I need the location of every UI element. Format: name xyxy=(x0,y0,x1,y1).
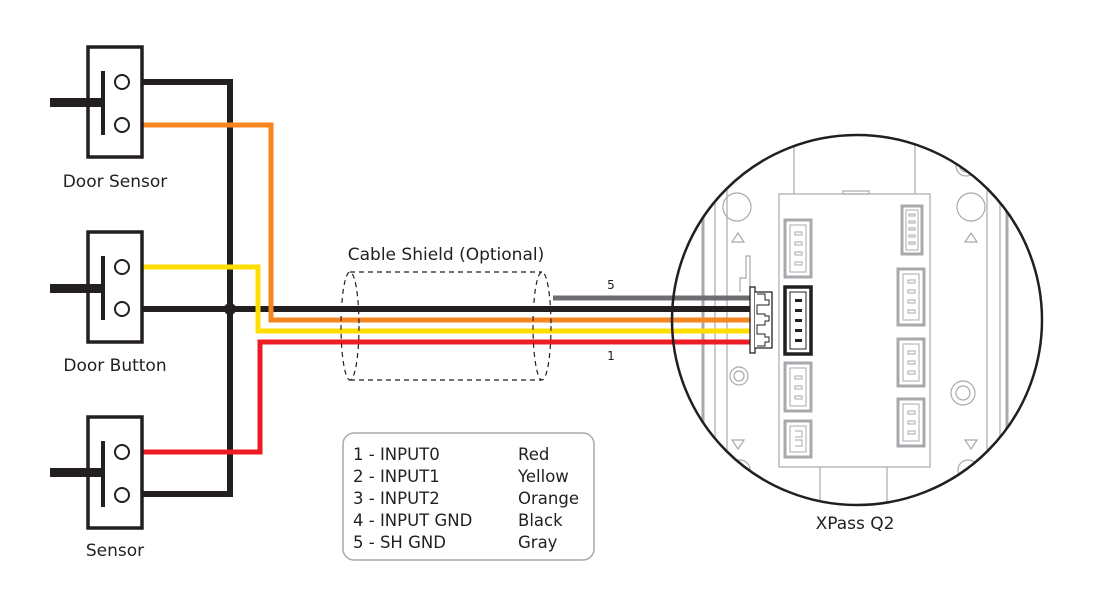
arrow-up-icon xyxy=(963,231,979,243)
mounting-hole xyxy=(722,192,752,222)
legend-pin: 5 - SH GND xyxy=(353,533,446,552)
switch-contact-bar xyxy=(101,71,105,135)
legend-row: 3 - INPUT2 Orange xyxy=(353,489,579,508)
arrow-down-icon xyxy=(730,439,746,451)
controller-outline xyxy=(670,133,1044,507)
legend-box xyxy=(342,432,595,561)
board-connector-4pin xyxy=(783,218,813,279)
wire-orange-door-sensor xyxy=(143,122,752,323)
legend-pin: 4 - INPUT GND xyxy=(353,511,472,530)
legend-row: 5 - SH GND Gray xyxy=(353,533,558,552)
terminal-bottom xyxy=(114,117,130,133)
switch-contact-bar xyxy=(101,256,105,320)
shield-right-end xyxy=(532,271,552,381)
wires xyxy=(143,79,752,497)
legend-color: Gray xyxy=(518,533,558,552)
device-sensor: Sensor xyxy=(50,415,144,561)
switch-contact-bar xyxy=(101,441,105,507)
terminal-top xyxy=(114,444,130,460)
shield-left-end xyxy=(340,271,360,381)
switch-plunger xyxy=(50,284,102,293)
legend-row: 2 - INPUT1 Yellow xyxy=(353,467,569,486)
device-label: Door Button xyxy=(63,356,166,376)
arrow-down-icon xyxy=(963,439,979,451)
junction-dot xyxy=(224,303,236,315)
arrow-up-icon xyxy=(730,231,746,243)
board-connector-2pin xyxy=(783,419,813,459)
device-label: Door Sensor xyxy=(63,172,168,192)
board-connector-4pin xyxy=(896,267,926,327)
cable-plug-connector xyxy=(749,286,773,354)
board-connector-5pin xyxy=(900,204,924,256)
legend-color: Red xyxy=(518,445,549,464)
cable-shield xyxy=(340,271,552,381)
pin-marker-1: 1 xyxy=(607,349,615,363)
terminal-top xyxy=(114,259,130,275)
legend-color: Black xyxy=(518,511,563,530)
cable-shield-label: Cable Shield (Optional) xyxy=(348,245,544,265)
switch-plunger xyxy=(50,468,102,477)
device-label: Sensor xyxy=(86,541,144,561)
legend-color: Orange xyxy=(518,489,579,508)
terminal-bottom xyxy=(114,301,130,317)
board-connector-3pin xyxy=(896,397,926,448)
legend-row: 1 - INPUT0 Red xyxy=(353,445,549,464)
board-connector-input-active xyxy=(783,285,813,356)
legend-color: Yellow xyxy=(517,467,569,486)
board-connector-3pin xyxy=(896,337,926,388)
controller-xpass-q2: XPass Q2 xyxy=(660,133,1044,534)
terminal-bottom xyxy=(114,487,130,503)
pin-marker-5: 5 xyxy=(607,278,615,292)
wire-legend: 1 - INPUT0 Red 2 - INPUT1 Yellow 3 - INP… xyxy=(342,432,595,561)
legend-row: 4 - INPUT GND Black xyxy=(353,511,563,530)
switch-plunger xyxy=(50,98,102,107)
device-door-button: Door Button xyxy=(50,230,167,376)
legend-pin: 3 - INPUT2 xyxy=(353,489,440,508)
legend-pin: 2 - INPUT1 xyxy=(353,467,440,486)
wire-black-ground-bus xyxy=(143,79,233,497)
mounting-hole xyxy=(956,192,986,222)
terminal-top xyxy=(114,74,130,90)
controller-label: XPass Q2 xyxy=(816,514,895,534)
board-connector-3pin xyxy=(783,361,813,413)
wire-red-sensor xyxy=(143,339,752,455)
wire-yellow-door-button xyxy=(143,264,752,334)
legend-pin: 1 - INPUT0 xyxy=(353,445,440,464)
wires-into-plug xyxy=(660,295,752,345)
device-door-sensor: Door Sensor xyxy=(50,45,168,192)
